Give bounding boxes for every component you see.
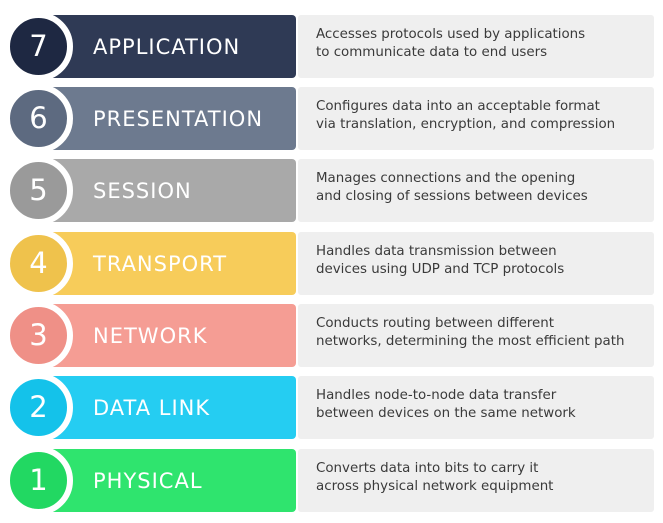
layer-number: 4 bbox=[29, 246, 48, 280]
layer-bar bbox=[38, 376, 296, 439]
layer-6-presentation: 6 PRESENTATION Configures data into an a… bbox=[4, 84, 654, 153]
layer-1-physical: 1 PHYSICAL Converts data into bits to ca… bbox=[4, 446, 654, 515]
layer-description-line: via translation, encryption, and compres… bbox=[316, 117, 616, 132]
layer-name: PHYSICAL bbox=[93, 468, 203, 493]
layer-number: 2 bbox=[29, 390, 48, 424]
layer-2-data-link: 2 DATA LINK Handles node-to-node data tr… bbox=[4, 373, 654, 442]
layer-description-line: and closing of sessions between devices bbox=[316, 189, 588, 204]
layer-description-box: Converts data into bits to carry it acro… bbox=[298, 449, 654, 512]
layer-name: APPLICATION bbox=[93, 34, 241, 59]
layer-description-box: Handles node-to-node data transfer betwe… bbox=[298, 376, 654, 439]
layer-description-line: Conducts routing between different bbox=[316, 316, 554, 331]
layer-name: NETWORK bbox=[93, 323, 208, 348]
layer-4-transport: 4 TRANSPORT Handles data transmission be… bbox=[4, 229, 654, 298]
layer-description-line: Manages connections and the opening bbox=[316, 171, 576, 186]
layer-bar bbox=[38, 232, 296, 295]
layer-3-network: 3 NETWORK Conducts routing between diffe… bbox=[4, 301, 654, 370]
layer-bar bbox=[38, 449, 296, 512]
layer-description-line: Handles node-to-node data transfer bbox=[316, 388, 557, 403]
layer-description-line: Handles data transmission between bbox=[316, 244, 557, 259]
layer-number: 5 bbox=[29, 173, 48, 207]
layer-description-box: Manages connections and the opening and … bbox=[298, 159, 654, 222]
layer-5-session: 5 SESSION Manages connections and the op… bbox=[4, 156, 654, 225]
layer-number: 7 bbox=[29, 29, 48, 63]
layer-number-badge: 1 bbox=[4, 446, 73, 515]
layer-name: SESSION bbox=[93, 178, 192, 203]
layer-name: TRANSPORT bbox=[93, 251, 228, 276]
layer-number-badge: 5 bbox=[4, 156, 73, 225]
layer-description-line: across physical network equipment bbox=[316, 479, 554, 494]
layer-bar bbox=[38, 15, 296, 78]
layer-description-line: Accesses protocols used by applications bbox=[316, 27, 586, 42]
layer-number: 3 bbox=[29, 318, 48, 352]
layer-description-line: Configures data into an acceptable forma… bbox=[316, 99, 600, 114]
layer-number-badge: 6 bbox=[4, 84, 73, 153]
layer-number-badge: 3 bbox=[4, 301, 73, 370]
layer-description-box: Handles data transmission between device… bbox=[298, 232, 654, 295]
layer-description-box: Configures data into an acceptable forma… bbox=[298, 87, 654, 150]
layer-number: 6 bbox=[29, 101, 48, 135]
layer-7-application: 7 APPLICATION Accesses protocols used by… bbox=[4, 12, 654, 81]
layer-description-box: Accesses protocols used by applications … bbox=[298, 15, 654, 78]
layer-description-line: devices using UDP and TCP protocols bbox=[316, 262, 565, 277]
layer-number: 1 bbox=[29, 463, 48, 497]
layer-description-line: between devices on the same network bbox=[316, 406, 576, 421]
layer-number-badge: 7 bbox=[4, 12, 73, 81]
layer-description-line: networks, determining the most efficient… bbox=[316, 334, 625, 349]
layer-bar bbox=[38, 87, 296, 150]
layer-description-line: Converts data into bits to carry it bbox=[316, 461, 539, 476]
layer-number-badge: 2 bbox=[4, 373, 73, 442]
layer-number-badge: 4 bbox=[4, 229, 73, 298]
layer-description-box: Conducts routing between different netwo… bbox=[298, 304, 654, 367]
layer-description-line: to communicate data to end users bbox=[316, 45, 548, 60]
layer-name: PRESENTATION bbox=[93, 106, 264, 131]
layer-bar bbox=[38, 159, 296, 222]
layer-name: DATA LINK bbox=[93, 395, 211, 420]
layer-bar bbox=[38, 304, 296, 367]
